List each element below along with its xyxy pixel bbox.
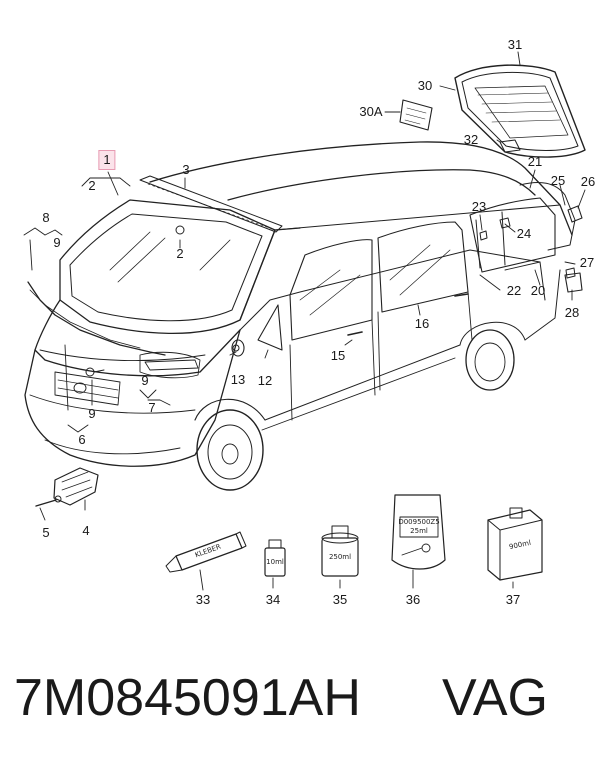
- brand-label: VAG: [442, 669, 548, 727]
- callout-22[interactable]: 22: [506, 283, 522, 298]
- callout-5[interactable]: 5: [42, 525, 50, 540]
- callout-34[interactable]: 34: [265, 592, 281, 607]
- part-number: 7M0845091AH: [14, 669, 361, 727]
- callout-4[interactable]: 4: [82, 523, 90, 538]
- callout-21[interactable]: 21: [527, 154, 543, 169]
- callout-33[interactable]: 33: [195, 592, 211, 607]
- callout-16[interactable]: 16: [414, 316, 430, 331]
- sachet-bag-36: [391, 494, 446, 570]
- mirror-bracket-4: [53, 467, 99, 506]
- callout-35[interactable]: 35: [332, 592, 348, 607]
- callout-32[interactable]: 32: [463, 132, 479, 147]
- callout-8[interactable]: 8: [42, 210, 50, 225]
- callout-23[interactable]: 23: [471, 199, 487, 214]
- callout-37[interactable]: 37: [505, 592, 521, 607]
- callout-30[interactable]: 30: [417, 78, 433, 93]
- callout-27[interactable]: 27: [579, 255, 595, 270]
- bottle-label: 10ml: [266, 558, 284, 566]
- screw-5: [35, 495, 62, 507]
- callout-2-top[interactable]: 2: [88, 178, 96, 193]
- callout-24[interactable]: 24: [516, 226, 532, 241]
- callout-7[interactable]: 7: [148, 400, 156, 415]
- callout-13[interactable]: 13: [230, 372, 246, 387]
- callout-9-cowl[interactable]: 9: [141, 373, 149, 388]
- callout-12[interactable]: 12: [257, 373, 273, 388]
- label-plate-30a: [399, 99, 433, 131]
- callout-9-upper[interactable]: 9: [53, 235, 61, 250]
- clip-32: [499, 139, 521, 153]
- can-label: 250ml: [328, 553, 352, 561]
- leader-lines: [23, 51, 586, 591]
- callout-31[interactable]: 31: [507, 37, 523, 52]
- adhesive-tube-33: [165, 531, 247, 573]
- callout-6[interactable]: 6: [78, 432, 86, 447]
- bag-label-line1: D009500Z5: [398, 518, 440, 526]
- van-body: [24, 141, 576, 491]
- parts-diagram: 1 2 3 2 8 9 9 7 9 6 13 12 15 16 31 30 30…: [23, 37, 596, 607]
- vehicle-glazing-illustration: [23, 51, 586, 591]
- callout-25[interactable]: 25: [550, 173, 566, 188]
- callout-2-mirror[interactable]: 2: [176, 246, 184, 261]
- rear-window-glass: [454, 64, 586, 158]
- callout-28[interactable]: 28: [564, 305, 580, 320]
- primer-can-35: [321, 525, 359, 577]
- callout-30a[interactable]: 30A: [359, 104, 383, 119]
- bag-label-line2: 25ml: [410, 527, 428, 535]
- canister-37: [487, 507, 543, 581]
- callout-9-lower[interactable]: 9: [88, 406, 96, 421]
- footer: 7M0845091AH VAG: [14, 668, 586, 748]
- small-bottle-34: [264, 539, 286, 577]
- callout-3[interactable]: 3: [182, 162, 190, 177]
- small-hardware: [85, 205, 583, 377]
- callout-20[interactable]: 20: [530, 283, 546, 298]
- callout-15[interactable]: 15: [330, 348, 346, 363]
- callout-36[interactable]: 36: [405, 592, 421, 607]
- callout-26[interactable]: 26: [580, 174, 596, 189]
- callout-1[interactable]: 1: [98, 150, 116, 170]
